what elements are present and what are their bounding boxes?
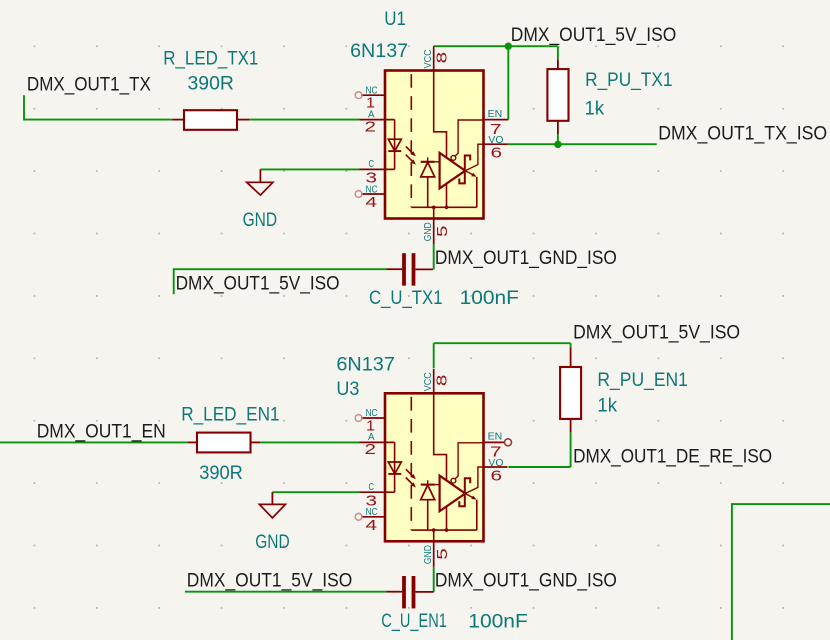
svg-text:1k: 1k (597, 396, 617, 417)
svg-text:DMX_OUT1_5V_ISO: DMX_OUT1_5V_ISO (573, 323, 740, 344)
svg-text:DMX_OUT1_GND_ISO: DMX_OUT1_GND_ISO (435, 570, 617, 591)
svg-text:6N137: 6N137 (336, 354, 395, 375)
svg-text:U3: U3 (336, 379, 359, 400)
svg-text:DMX_OUT1_TX: DMX_OUT1_TX (27, 74, 151, 95)
svg-text:U1: U1 (384, 9, 406, 30)
svg-text:DMX_OUT1_TX_ISO: DMX_OUT1_TX_ISO (658, 124, 827, 145)
svg-text:DMX_OUT1_5V_ISO: DMX_OUT1_5V_ISO (511, 25, 677, 46)
svg-text:DMX_OUT1_EN: DMX_OUT1_EN (37, 422, 166, 443)
svg-text:DMX_OUT1_GND_ISO: DMX_OUT1_GND_ISO (435, 248, 617, 269)
svg-text:R_PU_EN1: R_PU_EN1 (597, 370, 688, 391)
svg-text:100nF: 100nF (468, 611, 528, 632)
svg-text:C_U_EN1: C_U_EN1 (381, 611, 447, 632)
svg-text:6N137: 6N137 (350, 41, 408, 62)
svg-text:R_PU_TX1: R_PU_TX1 (585, 70, 672, 91)
svg-text:GND: GND (243, 210, 278, 231)
svg-text:GND: GND (255, 532, 290, 553)
svg-text:100nF: 100nF (460, 288, 519, 309)
svg-text:C_U_TX1: C_U_TX1 (369, 288, 443, 309)
svg-text:DMX_OUT1_5V_ISO: DMX_OUT1_5V_ISO (187, 571, 352, 592)
svg-text:R_LED_EN1: R_LED_EN1 (181, 404, 279, 425)
svg-text:390R: 390R (188, 74, 234, 95)
svg-text:DMX_OUT1_DE_RE_ISO: DMX_OUT1_DE_RE_ISO (573, 447, 772, 468)
svg-text:R_LED_TX1: R_LED_TX1 (163, 48, 258, 69)
svg-text:DMX_OUT1_5V_ISO: DMX_OUT1_5V_ISO (176, 273, 340, 294)
svg-text:390R: 390R (199, 463, 243, 484)
svg-text:1k: 1k (585, 99, 605, 120)
